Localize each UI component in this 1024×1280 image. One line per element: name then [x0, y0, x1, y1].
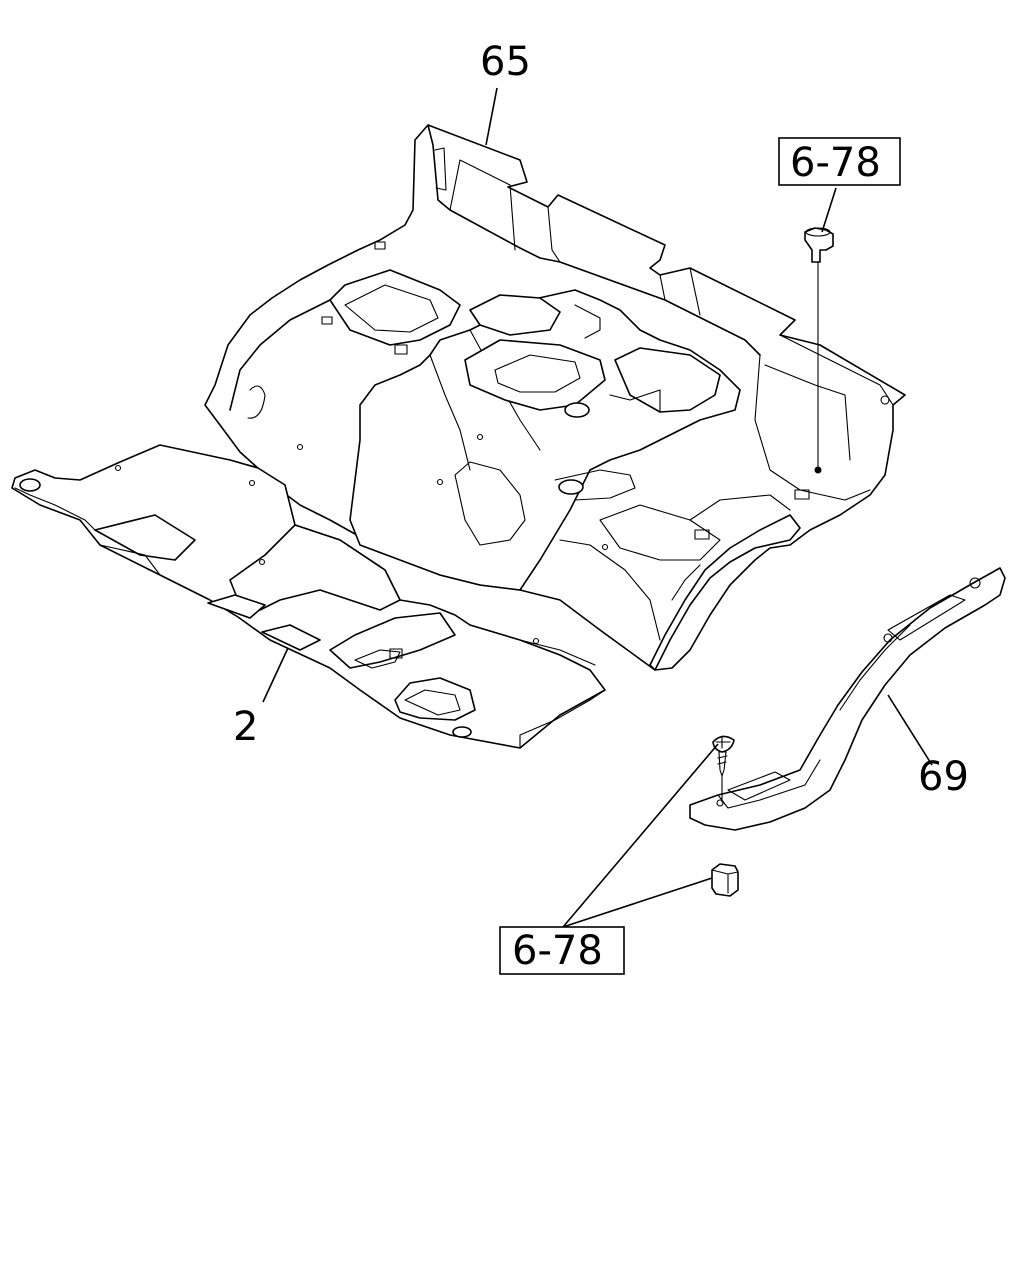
- sill-trim-plate: [689, 567, 1006, 831]
- reference-box-top: 6-78: [778, 137, 901, 186]
- reference-label-top: 6-78: [790, 140, 881, 186]
- front-floor-carpet: [11, 444, 606, 749]
- callout-65: 65: [480, 39, 531, 85]
- callout-2: 2: [233, 704, 258, 750]
- reference-label-bottom: 6-78: [512, 928, 603, 974]
- nut-fastener: [711, 863, 739, 897]
- push-clip-fastener: [804, 227, 834, 471]
- callout-69: 69: [918, 754, 969, 800]
- leader-lines: [262, 87, 933, 928]
- rear-floor-carpet: [204, 124, 906, 671]
- reference-box-bottom: 6-78: [499, 926, 625, 975]
- screw-fastener: [712, 735, 735, 777]
